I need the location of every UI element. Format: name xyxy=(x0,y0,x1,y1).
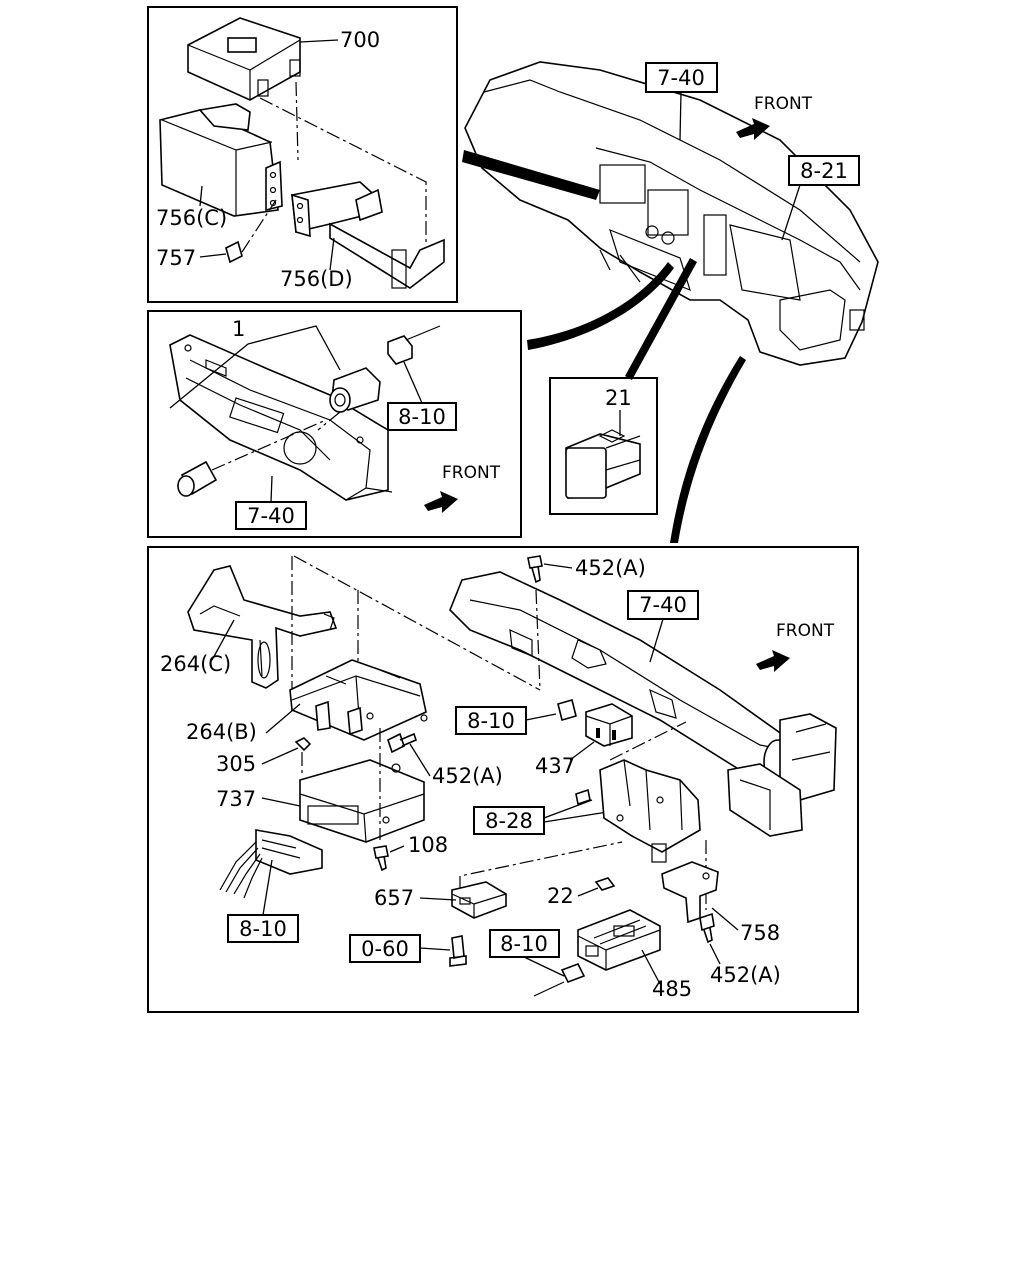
part-757-screw-icon xyxy=(225,240,243,264)
label-437: 437 xyxy=(535,754,575,778)
part-0-60-screw-icon xyxy=(449,935,467,967)
part-1-switch xyxy=(329,367,381,413)
panel-middle-right-frame xyxy=(549,377,658,515)
label-737: 737 xyxy=(216,787,256,811)
label-305: 305 xyxy=(216,752,256,776)
label-452a-top: 452(A) xyxy=(575,556,646,580)
ref-8-21: 8-21 xyxy=(800,159,848,183)
part-8-10-connector-icon xyxy=(387,335,413,365)
part-758-bracket xyxy=(661,861,719,924)
panel-bottom-frame xyxy=(147,546,859,1013)
ref-box-8-10-lower xyxy=(489,929,560,958)
label-22: 22 xyxy=(547,884,574,908)
ref-8-10-harness: 8-10 xyxy=(239,917,287,941)
label-264c: 264(C) xyxy=(160,652,231,676)
label-657: 657 xyxy=(374,886,414,910)
part-452a-bottom-bolt-icon xyxy=(699,912,715,944)
ref-box-8-10-mid xyxy=(455,706,527,735)
part-264b-bracket xyxy=(289,659,428,741)
part-108-screw-icon xyxy=(373,845,389,872)
front-arrow-bottom-icon xyxy=(756,650,790,672)
callout-bar-top xyxy=(462,150,600,200)
dashboard-overview xyxy=(464,61,879,366)
right-mount-bracket xyxy=(727,713,837,837)
part-8-28-screw-icon xyxy=(575,788,591,806)
ref-0-60: 0-60 xyxy=(361,937,409,961)
ref-box-8-28 xyxy=(473,806,545,835)
front-arrow-top-icon xyxy=(736,118,770,140)
ref-8-10-middle: 8-10 xyxy=(398,405,446,429)
label-452a-mid: 452(A) xyxy=(432,764,503,788)
ref-7-40-middle: 7-40 xyxy=(247,504,295,528)
part-harness-connector xyxy=(219,829,323,899)
part-756d-bracket xyxy=(291,181,445,289)
front-label-middle: FRONT xyxy=(442,463,501,483)
ref-box-7-40-top xyxy=(645,62,718,93)
label-756d: 756(D) xyxy=(280,267,353,291)
label-700: 700 xyxy=(340,28,380,52)
part-737-module xyxy=(299,759,425,843)
label-452a-bottom: 452(A) xyxy=(710,963,781,987)
part-21-switch xyxy=(565,429,641,499)
ref-box-8-21 xyxy=(788,155,860,186)
ref-7-40-top: 7-40 xyxy=(657,66,705,90)
front-label-top: FRONT xyxy=(754,94,813,114)
ref-box-7-40-bottom xyxy=(627,590,699,620)
part-452a-mid-bolt-icon xyxy=(387,732,417,754)
part-657-block xyxy=(451,881,507,919)
part-452a-top-bolt-icon xyxy=(527,555,543,584)
panel-top-left-frame xyxy=(147,6,458,303)
ref-box-8-10-middle xyxy=(387,402,457,431)
part-8-10-lower-connector-icon xyxy=(560,962,586,984)
part-22-clip-icon xyxy=(594,877,616,891)
part-437-relay xyxy=(585,703,633,747)
label-756c: 756(C) xyxy=(156,206,227,230)
label-757: 757 xyxy=(156,246,196,270)
label-1: 1 xyxy=(232,317,245,341)
part-756c-bracket xyxy=(159,103,283,217)
part-264c-bracket xyxy=(187,565,338,689)
ref-8-10-mid: 8-10 xyxy=(467,709,515,733)
part-700-module xyxy=(187,17,301,101)
label-758: 758 xyxy=(740,921,780,945)
part-8-28-bracket xyxy=(599,759,701,863)
cross-beam xyxy=(449,571,793,785)
front-arrow-middle-icon xyxy=(424,491,458,513)
label-264b: 264(B) xyxy=(186,720,257,744)
label-108: 108 xyxy=(408,833,448,857)
ref-box-7-40-middle xyxy=(235,501,307,530)
ref-8-10-lower: 8-10 xyxy=(500,932,548,956)
front-label-bottom: FRONT xyxy=(776,621,835,641)
ref-box-0-60 xyxy=(349,934,421,963)
part-485-module xyxy=(577,909,661,971)
ref-box-8-10-harness xyxy=(227,914,299,943)
label-21: 21 xyxy=(605,386,632,410)
part-8-10-small-connector-icon xyxy=(557,699,577,721)
panel-middle-left-frame xyxy=(147,310,522,538)
callout-bar-middle xyxy=(527,262,674,350)
ref-8-28: 8-28 xyxy=(485,809,533,833)
ref-7-40-bottom: 7-40 xyxy=(639,593,687,617)
part-1-lighter xyxy=(177,460,218,497)
part-305-nut-icon xyxy=(294,737,312,752)
callout-bar-small xyxy=(625,258,697,380)
callout-bar-bottom xyxy=(670,356,746,543)
